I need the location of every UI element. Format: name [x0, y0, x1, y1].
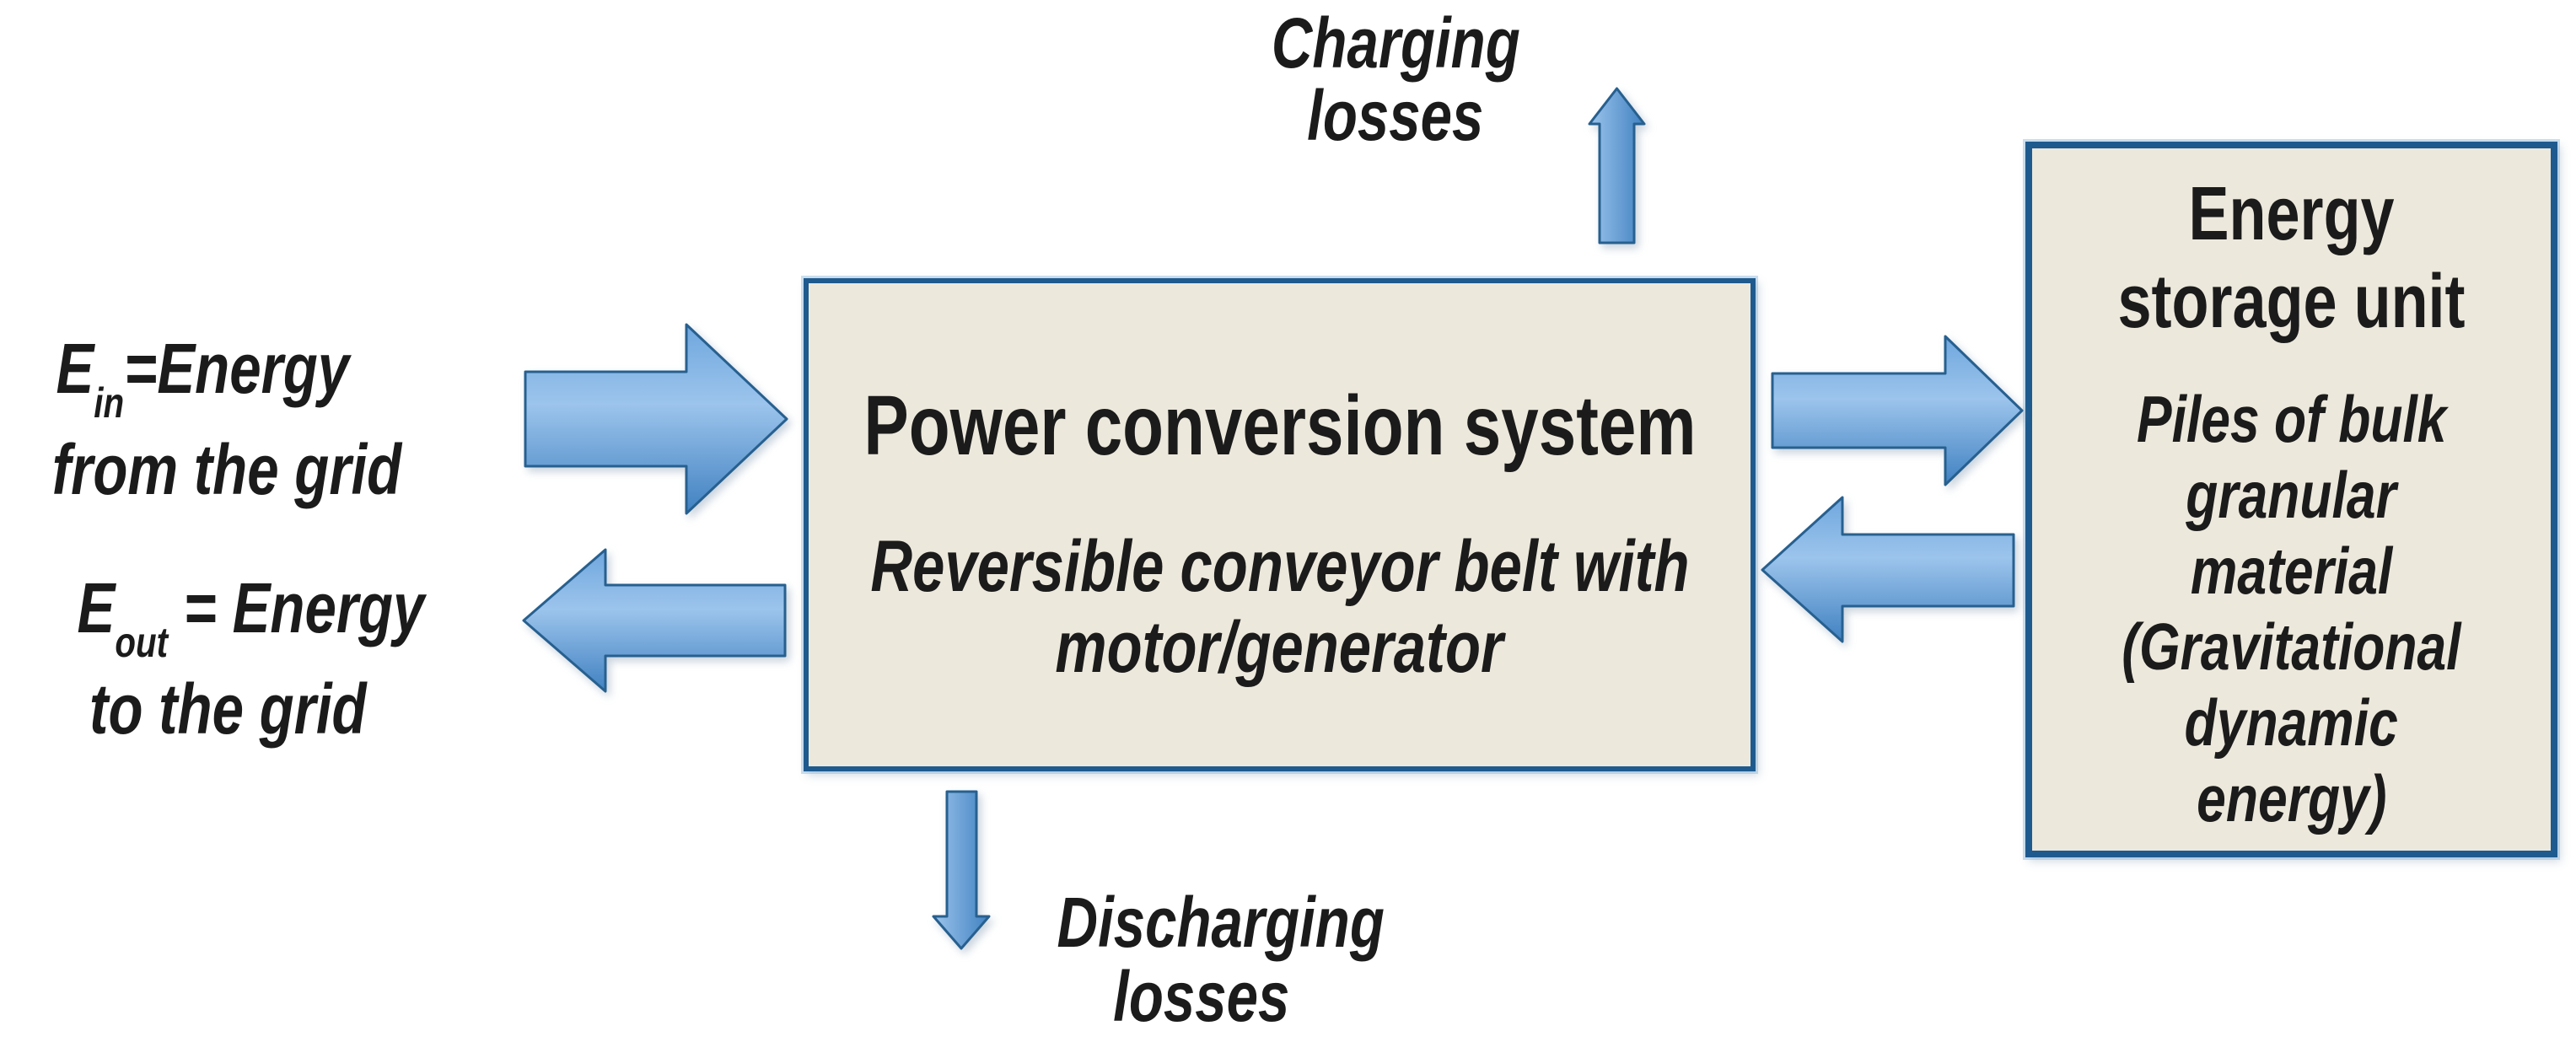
- discharging-losses-line1: Discharging: [1057, 883, 1385, 962]
- energy-in-subscript: in: [93, 378, 124, 427]
- energy-storage-body-3: material: [2190, 534, 2393, 608]
- arrow-pcs-to-grid-icon: [522, 548, 787, 693]
- energy-in-symbol: E: [56, 329, 94, 408]
- label-charging-losses: Charging losses: [1210, 7, 1581, 152]
- charging-losses-line1: Charging: [1271, 3, 1520, 83]
- energy-storage-body-4: (Gravitational: [2122, 610, 2461, 684]
- energy-storage-body-2: granular: [2186, 458, 2397, 532]
- arrow-discharging-losses-icon: [932, 790, 991, 950]
- energy-in-definition: =Energy: [123, 329, 349, 408]
- energy-storage-title-1: Energy: [2188, 172, 2395, 256]
- arrow-pcs-to-storage-icon: [1771, 335, 2024, 486]
- arrow-grid-to-pcs-icon: [524, 323, 788, 515]
- energy-out-definition: = Energy: [167, 568, 425, 647]
- label-energy-out: Eout = Energy to the grid: [34, 568, 425, 749]
- power-conversion-box: Power conversion system Reversible conve…: [804, 278, 1756, 771]
- energy-storage-box: Energy storage unit Piles of bulk granul…: [2025, 142, 2557, 857]
- label-energy-in: Ein=Energy from the grid: [8, 329, 401, 508]
- charging-losses-line2: losses: [1307, 76, 1484, 155]
- energy-in-line2: from the grid: [51, 429, 402, 509]
- energy-out-subscript: out: [115, 617, 168, 666]
- energy-storage-body-5: dynamic: [2184, 685, 2399, 760]
- discharging-losses-line2: losses: [1113, 957, 1290, 1036]
- arrow-storage-to-pcs-icon: [1761, 496, 2015, 643]
- energy-storage-title-2: storage unit: [2117, 260, 2466, 344]
- power-conversion-subtitle-1: Reversible conveyor belt with: [869, 526, 1690, 607]
- power-conversion-subtitle-2: motor/generator: [1055, 607, 1504, 688]
- energy-storage-body-6: energy): [2196, 761, 2387, 835]
- energy-out-symbol: E: [77, 568, 116, 647]
- power-conversion-title: Power conversion system: [863, 379, 1697, 473]
- energy-out-line2: to the grid: [89, 669, 367, 749]
- label-discharging-losses: Discharging losses: [1016, 885, 1387, 1034]
- arrow-charging-losses-icon: [1588, 87, 1646, 244]
- energy-storage-body-1: Piles of bulk: [2136, 382, 2447, 456]
